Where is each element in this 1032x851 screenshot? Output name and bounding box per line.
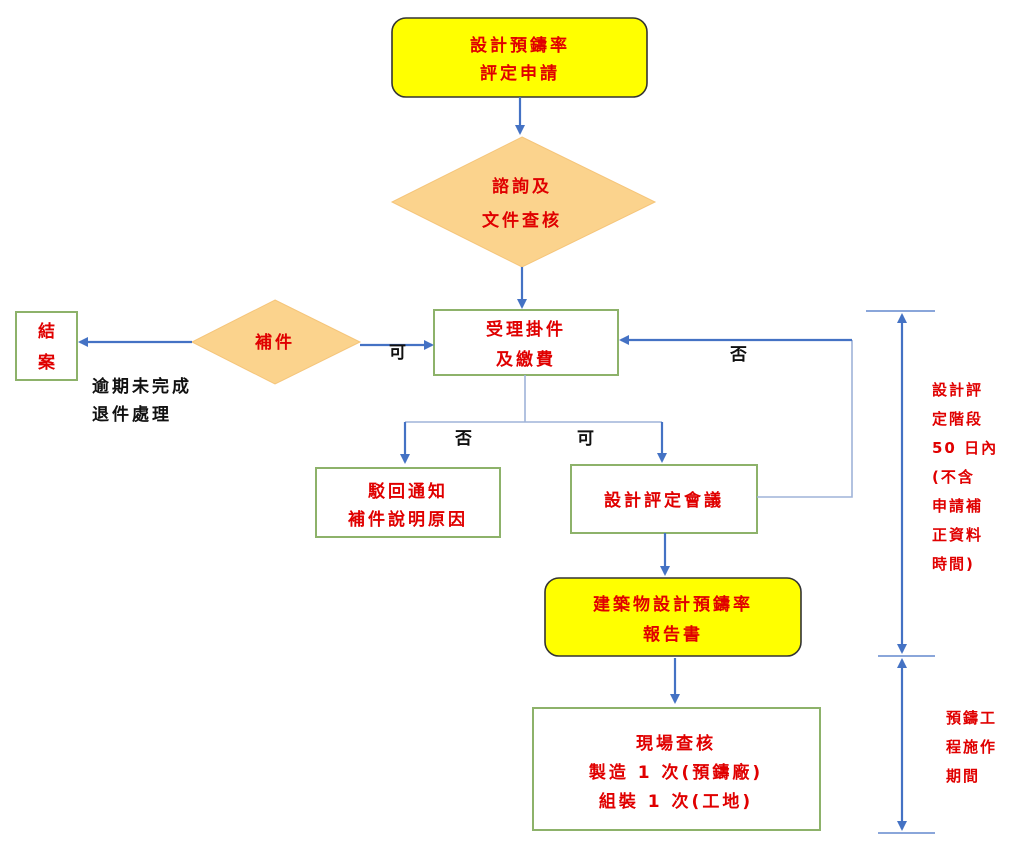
inspect-node-line-2: 製造 1 次(預鑄廠) bbox=[588, 762, 763, 783]
phase-construction-line-1: 預鑄工 bbox=[946, 709, 997, 727]
phase-design-line-7: 時間) bbox=[932, 555, 975, 573]
edge-label-supplement-yes: 可 bbox=[389, 343, 409, 363]
close-node-line-1: 結 bbox=[38, 321, 58, 342]
inspect-node: 現場查核 製造 1 次(預鑄廠) 組裝 1 次(工地) bbox=[532, 707, 821, 831]
apply-node-line-1: 設計預鑄率 bbox=[470, 35, 570, 56]
close-node: 結 案 bbox=[15, 311, 78, 381]
meeting-node-shape bbox=[570, 464, 758, 534]
edge-label-meeting-no: 否 bbox=[729, 345, 750, 365]
phase-design-line-1: 設計評 bbox=[932, 381, 983, 399]
accept-node-line-2: 及繳費 bbox=[496, 349, 556, 370]
accept-node-shape bbox=[433, 309, 619, 376]
apply-node-shape bbox=[391, 17, 648, 98]
phase-construction-line-2: 程施作 bbox=[946, 738, 997, 756]
consult-decision-line-1: 諮詢及 bbox=[492, 176, 552, 197]
meeting-node-label: 設計評定會議 bbox=[604, 490, 724, 511]
reject-node-shape bbox=[315, 467, 501, 538]
apply-node-line-2: 評定申請 bbox=[480, 63, 560, 84]
report-node: 建築物設計預鑄率 報告書 bbox=[544, 577, 802, 657]
connector-meeting-loop bbox=[757, 340, 853, 498]
inspect-node-line-1: 現場查核 bbox=[636, 733, 716, 754]
supplement-decision-shape bbox=[190, 299, 362, 385]
apply-node: 設計預鑄率 評定申請 bbox=[391, 17, 648, 98]
reject-node-line-2: 補件說明原因 bbox=[347, 509, 468, 530]
close-node-line-2: 案 bbox=[37, 352, 58, 373]
overdue-note-line-1: 逾期未完成 bbox=[92, 376, 192, 397]
consult-decision-line-2: 文件查核 bbox=[482, 210, 562, 231]
edge-label-accept-yes: 可 bbox=[577, 429, 597, 449]
phase-design-line-2: 定階段 bbox=[932, 410, 983, 428]
phase-construction-note: 預鑄工 程施作 期間 bbox=[946, 709, 997, 785]
consult-decision: 諮詢及 文件查核 bbox=[390, 136, 657, 268]
meeting-node: 設計評定會議 bbox=[570, 464, 758, 534]
report-node-line-1: 建築物設計預鑄率 bbox=[593, 594, 753, 615]
inspect-node-line-3: 組裝 1 次(工地) bbox=[599, 791, 753, 812]
phase-construction-line-3: 期間 bbox=[946, 767, 980, 785]
edge-label-accept-no: 否 bbox=[454, 429, 475, 449]
reject-node: 駁回通知 補件說明原因 bbox=[315, 467, 501, 538]
consult-decision-shape bbox=[390, 136, 657, 268]
phase-design-line-3: 50 日內 bbox=[932, 439, 998, 457]
supplement-decision-label: 補件 bbox=[254, 332, 295, 353]
inspect-node-shape bbox=[532, 707, 821, 831]
phase-design-note: 設計評 定階段 50 日內 (不含 申請補 正資料 時間) bbox=[932, 381, 998, 573]
report-node-shape bbox=[544, 577, 802, 657]
accept-node: 受理掛件 及繳費 bbox=[433, 309, 619, 376]
phase-design-line-6: 正資料 bbox=[932, 526, 983, 544]
reject-node-line-1: 駁回通知 bbox=[367, 481, 448, 502]
accept-node-line-1: 受理掛件 bbox=[486, 319, 566, 340]
phase-design-line-5: 申請補 bbox=[932, 497, 983, 515]
report-node-line-2: 報告書 bbox=[643, 624, 703, 645]
close-node-shape bbox=[15, 311, 78, 381]
phase-design-line-4: (不含 bbox=[932, 468, 975, 486]
overdue-note-line-2: 退件處理 bbox=[92, 404, 172, 425]
supplement-decision: 補件 bbox=[190, 299, 362, 385]
